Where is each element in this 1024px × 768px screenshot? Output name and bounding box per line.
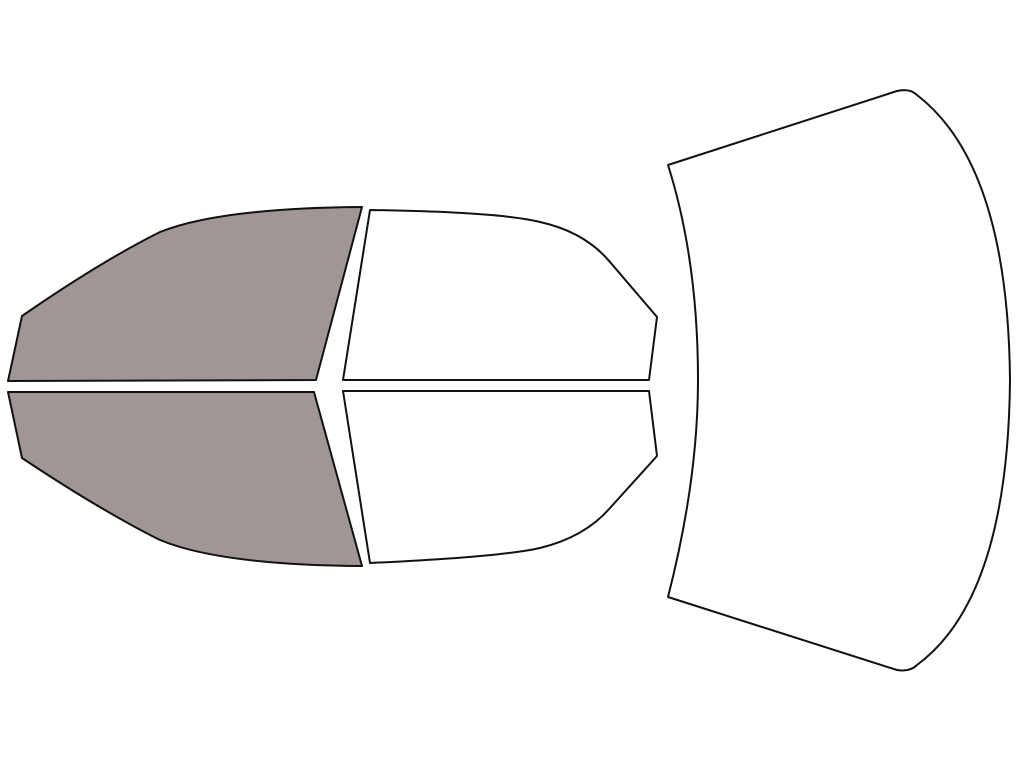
window-rear-left[interactable] xyxy=(342,209,658,381)
window-front-right[interactable] xyxy=(7,391,363,567)
window-rear-right[interactable] xyxy=(342,390,658,564)
window-back-windshield[interactable] xyxy=(667,89,1011,672)
window-front-left[interactable] xyxy=(7,206,363,382)
